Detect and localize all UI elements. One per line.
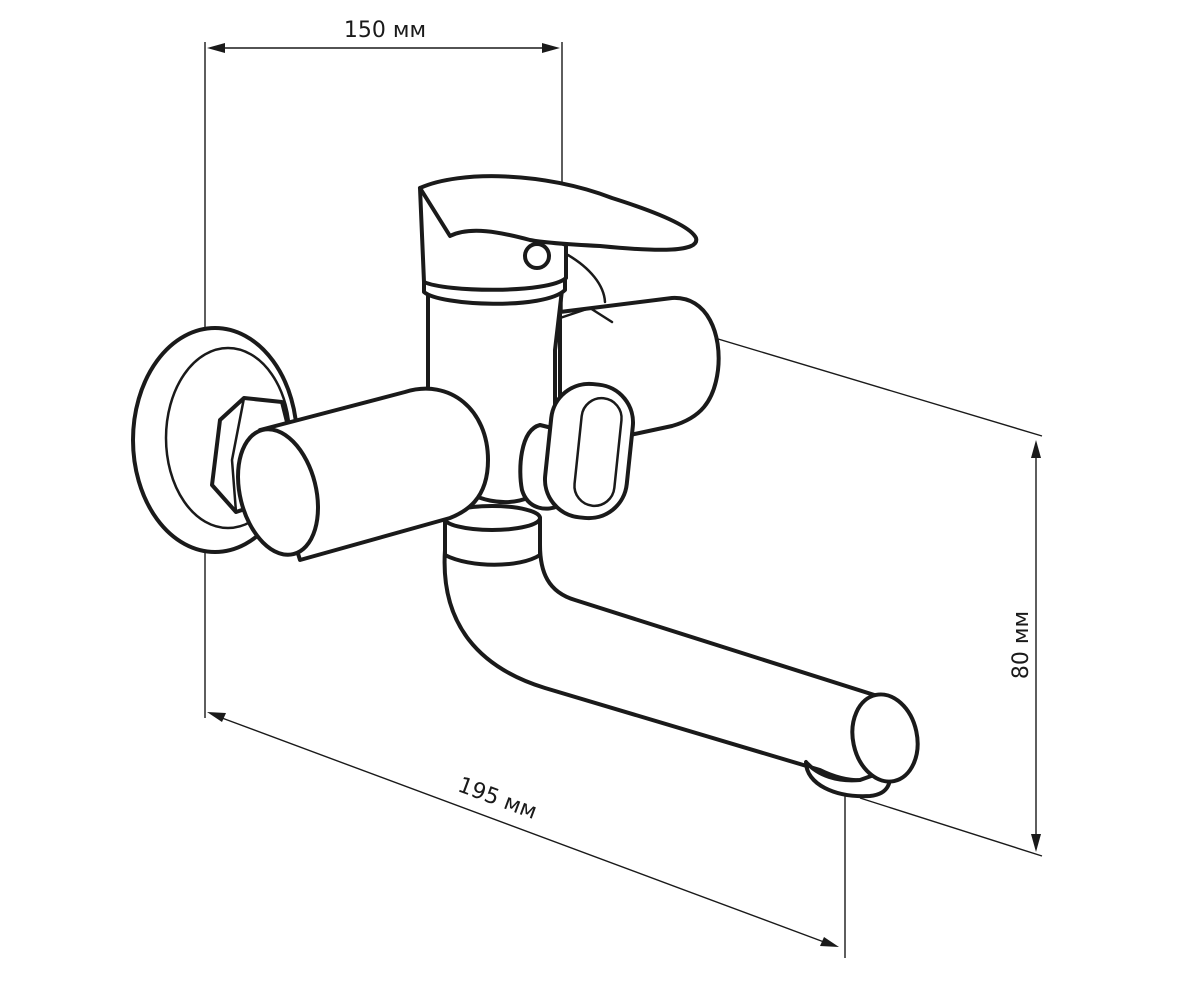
- dimension-label-top-width: 150 мм: [344, 18, 426, 43]
- diverter-knob: [518, 381, 636, 521]
- dimension-label-spout-height: 80 мм: [1009, 611, 1034, 679]
- lever-detail: [558, 253, 614, 324]
- spout-collar: [442, 504, 542, 567]
- lever-handle: [418, 174, 699, 292]
- dimension-label-spout-length: 195 мм: [454, 773, 540, 825]
- left-connector-arm: [236, 386, 490, 562]
- spout: [442, 543, 920, 799]
- dimension-top-width: 150 мм: [204, 18, 563, 350]
